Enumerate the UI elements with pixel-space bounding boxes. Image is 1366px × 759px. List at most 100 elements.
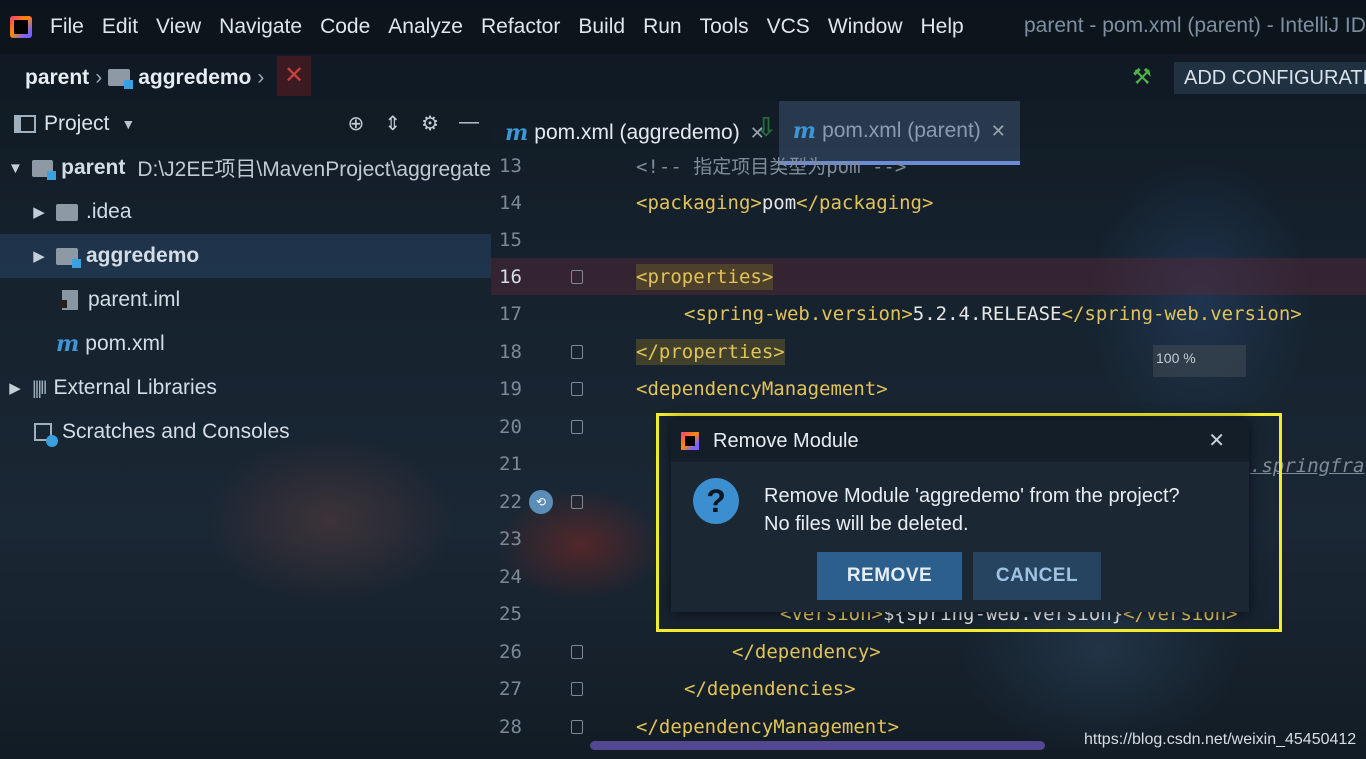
xml-close-tag: </dependencies> bbox=[684, 677, 856, 700]
fold-marker-icon[interactable] bbox=[571, 381, 583, 396]
tree-item-aggredemo[interactable]: ▶ aggredemo bbox=[0, 234, 491, 278]
tree-item-parent[interactable]: ▼ parent D:\J2EE项目\MavenProject\aggregat… bbox=[0, 146, 491, 190]
scratches-icon bbox=[34, 423, 58, 447]
xml-close-tag: </dependency> bbox=[732, 640, 881, 663]
project-panel-toolbar: ⊕ ⇕ ⚙ — bbox=[348, 111, 479, 136]
xml-open-tag: <spring-web.version> bbox=[684, 302, 913, 325]
gear-icon[interactable]: ⚙ bbox=[421, 113, 439, 135]
tree-item-external-libraries[interactable]: ▶ |||‖ External Libraries bbox=[0, 366, 491, 410]
xml-open-tag: <properties> bbox=[636, 263, 774, 290]
code-line: 15 bbox=[491, 221, 1366, 258]
fold-marker-icon[interactable] bbox=[571, 419, 583, 434]
project-tree: ▼ parent D:\J2EE项目\MavenProject\aggregat… bbox=[0, 146, 491, 454]
xml-open-tag: <dependencyManagement> bbox=[636, 377, 888, 400]
folder-icon bbox=[56, 203, 78, 221]
menu-window[interactable]: Window bbox=[827, 15, 903, 38]
tree-item-parent-iml[interactable]: parent.iml bbox=[0, 278, 491, 322]
line-number: 22 bbox=[499, 490, 522, 513]
project-panel-header: Project ▼ ⊕ ⇕ ⚙ — bbox=[0, 101, 491, 146]
code-line: 24 bbox=[491, 558, 1366, 595]
highlight-frame bbox=[656, 413, 1282, 632]
code-overflow-text: .springfra bbox=[1250, 455, 1365, 477]
intellij-logo-icon bbox=[10, 16, 32, 38]
close-icon[interactable]: ✕ bbox=[1208, 430, 1225, 452]
fold-marker-icon[interactable] bbox=[571, 681, 583, 696]
tab-pom-parent[interactable]: m pom.xml (parent) ✕ bbox=[778, 101, 1020, 165]
menu-run[interactable]: Run bbox=[643, 15, 682, 38]
menu-navigate[interactable]: Navigate bbox=[219, 15, 303, 38]
tab-label: pom.xml (parent) bbox=[822, 119, 981, 142]
tree-item-label: pom.xml bbox=[85, 332, 165, 355]
line-number: 24 bbox=[499, 565, 522, 588]
expand-right-icon[interactable]: ▶ bbox=[9, 380, 21, 397]
menu-code[interactable]: Code bbox=[320, 15, 371, 38]
line-number: 27 bbox=[499, 677, 522, 700]
question-icon: ? bbox=[693, 478, 739, 524]
module-folder-icon bbox=[56, 247, 81, 268]
dialog-message-line: No files will be deleted. bbox=[764, 513, 969, 535]
collapse-all-icon[interactable]: ⇕ bbox=[384, 113, 402, 135]
code-line: 21 bbox=[491, 445, 1366, 482]
code-line: 19 <dependencyManagement> bbox=[491, 370, 1366, 407]
editor-tabs: m pom.xml (aggredemo) ✕ m pom.xml (paren… bbox=[491, 101, 1366, 165]
locate-target-icon[interactable]: ⊕ bbox=[347, 113, 365, 135]
code-line: 22 ⟲ bbox=[491, 483, 1366, 520]
menu-help[interactable]: Help bbox=[920, 15, 964, 38]
xml-open-tag: <packaging> bbox=[636, 191, 762, 214]
navigation-bar: parent › aggredemo › ⇩ ⚒ ADD CONFIGURATI… bbox=[0, 54, 1366, 142]
tree-item-label: parent bbox=[61, 156, 126, 179]
library-icon: |||‖ bbox=[32, 377, 48, 398]
code-editor[interactable]: 13 <!-- 指定项目类型为pom --> 14 <packaging>pom… bbox=[491, 155, 1366, 759]
line-number: 18 bbox=[499, 340, 522, 363]
remove-module-dialog: Remove Module ✕ ? Remove Module 'aggrede… bbox=[671, 420, 1249, 612]
menu-view[interactable]: View bbox=[156, 15, 202, 38]
tab-pom-aggredemo[interactable]: m pom.xml (aggredemo) ✕ bbox=[491, 101, 779, 165]
add-configuration-button[interactable]: ADD CONFIGURATION... bbox=[1174, 62, 1366, 94]
tree-item-scratches[interactable]: Scratches and Consoles bbox=[0, 410, 491, 454]
line-number: 28 bbox=[499, 715, 522, 738]
close-icon[interactable]: ✕ bbox=[749, 122, 765, 143]
code-line: 13 <!-- 指定项目类型为pom --> bbox=[491, 147, 1366, 184]
maven-file-icon: m bbox=[792, 118, 817, 144]
close-icon[interactable]: ✕ bbox=[990, 120, 1006, 141]
fold-marker-icon[interactable] bbox=[571, 719, 583, 734]
code-line-current: 16 <properties> bbox=[491, 258, 1366, 295]
menu-refactor[interactable]: Refactor bbox=[480, 15, 561, 38]
breadcrumb-root[interactable]: parent bbox=[25, 65, 90, 89]
override-gutter-icon[interactable]: ⟲ bbox=[529, 489, 553, 514]
tree-item-idea[interactable]: ▶ .idea bbox=[0, 190, 491, 234]
xml-value: pom bbox=[761, 191, 797, 214]
tree-item-label: Scratches and Consoles bbox=[62, 420, 290, 443]
menu-analyze[interactable]: Analyze bbox=[388, 15, 463, 38]
line-number: 13 bbox=[499, 154, 522, 177]
menu-vcs[interactable]: VCS bbox=[766, 15, 810, 38]
breadcrumb-module[interactable]: aggredemo bbox=[138, 65, 252, 89]
menu-file[interactable]: File bbox=[50, 15, 84, 38]
menu-tools[interactable]: Tools bbox=[699, 15, 749, 38]
expand-down-icon[interactable]: ▼ bbox=[8, 159, 23, 177]
code-line: 26 </dependency> bbox=[491, 633, 1366, 670]
line-number: 15 bbox=[499, 228, 522, 251]
hide-panel-icon[interactable]: — bbox=[459, 111, 479, 133]
menu-edit[interactable]: Edit bbox=[101, 15, 139, 38]
tree-item-label: External Libraries bbox=[53, 376, 217, 399]
menu-build[interactable]: Build bbox=[578, 15, 626, 38]
expand-right-icon[interactable]: ▶ bbox=[33, 248, 45, 265]
iml-file-icon bbox=[59, 290, 78, 310]
cancel-button[interactable]: CANCEL bbox=[973, 552, 1101, 600]
horizontal-scrollbar[interactable] bbox=[590, 741, 1045, 750]
chevron-down-icon[interactable]: ▼ bbox=[121, 115, 136, 132]
fold-marker-icon[interactable] bbox=[571, 344, 583, 359]
expand-right-icon[interactable]: ▶ bbox=[33, 204, 45, 221]
xml-close-tag: </dependencyManagement> bbox=[636, 715, 900, 738]
download-icon: ⇩ bbox=[755, 112, 777, 142]
project-panel-title[interactable]: Project bbox=[44, 111, 110, 135]
tree-item-path: D:\J2EE项目\MavenProject\aggregate bbox=[137, 158, 491, 181]
fold-marker-icon[interactable] bbox=[571, 644, 583, 659]
hammer-build-icon[interactable]: ⚒ bbox=[1132, 64, 1152, 89]
fold-marker-icon[interactable] bbox=[571, 494, 583, 509]
tree-item-pom-xml[interactable]: m pom.xml bbox=[0, 322, 491, 366]
window-title: parent - pom.xml (parent) - IntelliJ IDE… bbox=[1024, 14, 1366, 37]
fold-marker-icon[interactable] bbox=[571, 269, 583, 284]
remove-button[interactable]: REMOVE bbox=[817, 552, 962, 600]
